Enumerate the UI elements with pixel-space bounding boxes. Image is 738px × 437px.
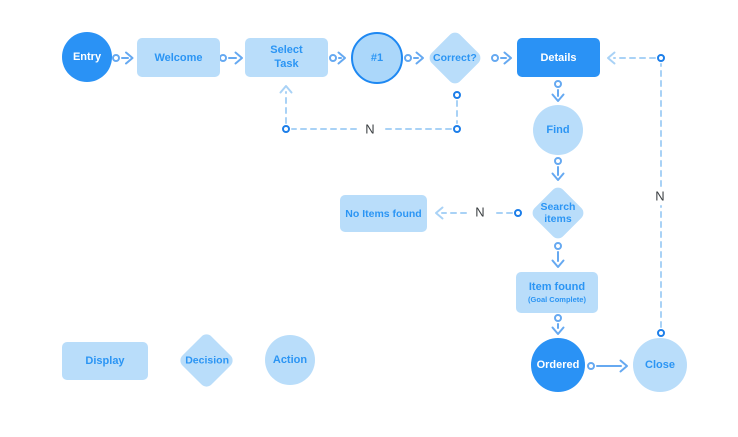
node-ordered-label: Ordered: [536, 359, 580, 371]
edge-label-correct-no: N: [362, 121, 378, 137]
legend-display-label: Display: [85, 355, 125, 367]
node-step1[interactable]: #1: [351, 32, 403, 84]
edge-search-no-no-items-found: [435, 206, 522, 220]
node-entry[interactable]: Entry: [62, 32, 112, 82]
node-search-items-label: Search items: [540, 200, 576, 225]
node-welcome-label: Welcome: [154, 51, 203, 64]
node-item-found-sublabel: (Goal Complete): [528, 294, 586, 304]
edge-find-search-items: [551, 157, 565, 181]
legend-action-label: Action: [272, 354, 308, 366]
node-welcome[interactable]: Welcome: [137, 38, 220, 77]
legend-action-shape[interactable]: Action: [265, 335, 315, 385]
node-find-label: Find: [546, 124, 570, 136]
edge-search-items-item-found: [551, 242, 565, 268]
edge-select-task-step1: [329, 51, 346, 65]
edge-entry-welcome: [112, 51, 134, 65]
node-item-found-label: Item found: [528, 281, 586, 294]
node-ordered[interactable]: Ordered: [531, 338, 585, 392]
legend-display-shape[interactable]: Display: [62, 342, 148, 380]
edge-ordered-close: [587, 359, 628, 373]
edge-close-no-details: [607, 51, 665, 337]
edge-label-close-no: N: [652, 188, 668, 204]
node-close[interactable]: Close: [633, 338, 687, 392]
edge-item-found-ordered: [551, 314, 565, 335]
edge-step1-correct: [404, 51, 424, 65]
edge-correct-no-select-task: [279, 85, 461, 133]
edge-welcome-select-task: [219, 51, 243, 65]
edge-correct-details: [491, 51, 512, 65]
node-no-items-found-label: No Items found: [345, 207, 422, 220]
node-details[interactable]: Details: [517, 38, 600, 77]
node-correct-label: Correct?: [433, 51, 477, 64]
edge-label-search-no: N: [472, 204, 488, 220]
node-item-found-text: Item found (Goal Complete): [528, 281, 586, 303]
node-no-items-found[interactable]: No Items found: [340, 195, 427, 232]
node-find[interactable]: Find: [533, 105, 583, 155]
node-step1-label: #1: [370, 52, 384, 64]
node-close-label: Close: [645, 359, 675, 371]
node-select-task[interactable]: Select Task: [245, 38, 328, 77]
edge-details-find: [551, 80, 565, 102]
node-item-found[interactable]: Item found (Goal Complete): [516, 272, 598, 313]
node-details-label: Details: [540, 51, 577, 64]
legend-decision-label: Decision: [184, 354, 229, 367]
node-entry-label: Entry: [72, 51, 102, 63]
node-select-task-label: Select Task: [270, 43, 303, 70]
